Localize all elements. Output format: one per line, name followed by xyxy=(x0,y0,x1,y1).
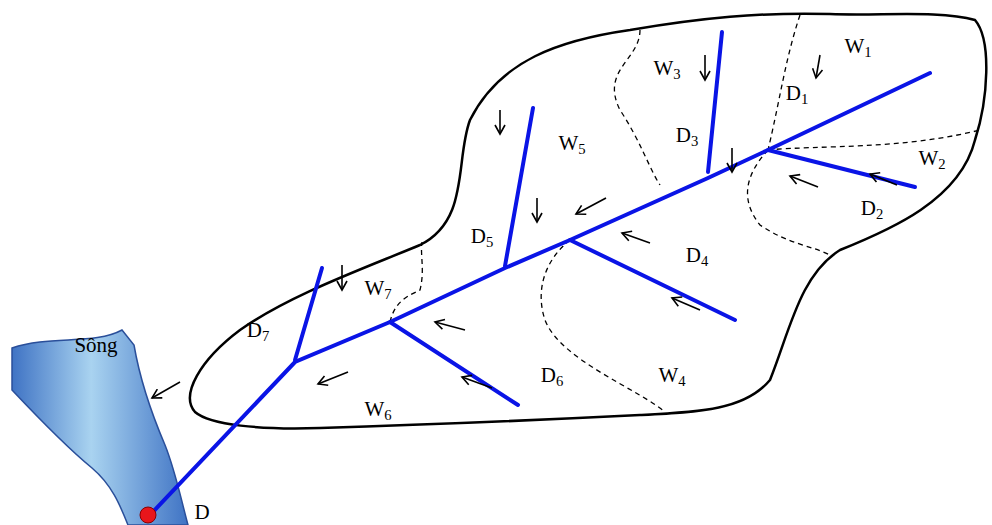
area-label: D4 xyxy=(686,245,709,269)
area-label: W6 xyxy=(364,399,391,423)
flow-arrow xyxy=(152,55,897,398)
area-label: W7 xyxy=(364,278,391,302)
river xyxy=(12,330,188,525)
area-label: D2 xyxy=(861,198,884,222)
area-label: D xyxy=(194,501,209,522)
catchment-outline xyxy=(190,14,986,429)
area-label: W5 xyxy=(558,133,585,157)
area-label: W1 xyxy=(844,36,871,60)
area-label: D5 xyxy=(471,226,494,250)
area-label: D1 xyxy=(786,83,809,107)
area-label: W4 xyxy=(658,365,685,389)
outlet-point xyxy=(140,507,156,523)
area-label: D6 xyxy=(541,365,564,389)
stream xyxy=(150,32,930,515)
area-label: W2 xyxy=(918,148,945,172)
river-label: Sông xyxy=(74,335,117,356)
area-label: D3 xyxy=(676,125,699,149)
subarea-divide xyxy=(390,15,980,412)
area-label: W3 xyxy=(653,58,680,82)
area-label: D7 xyxy=(247,320,270,344)
